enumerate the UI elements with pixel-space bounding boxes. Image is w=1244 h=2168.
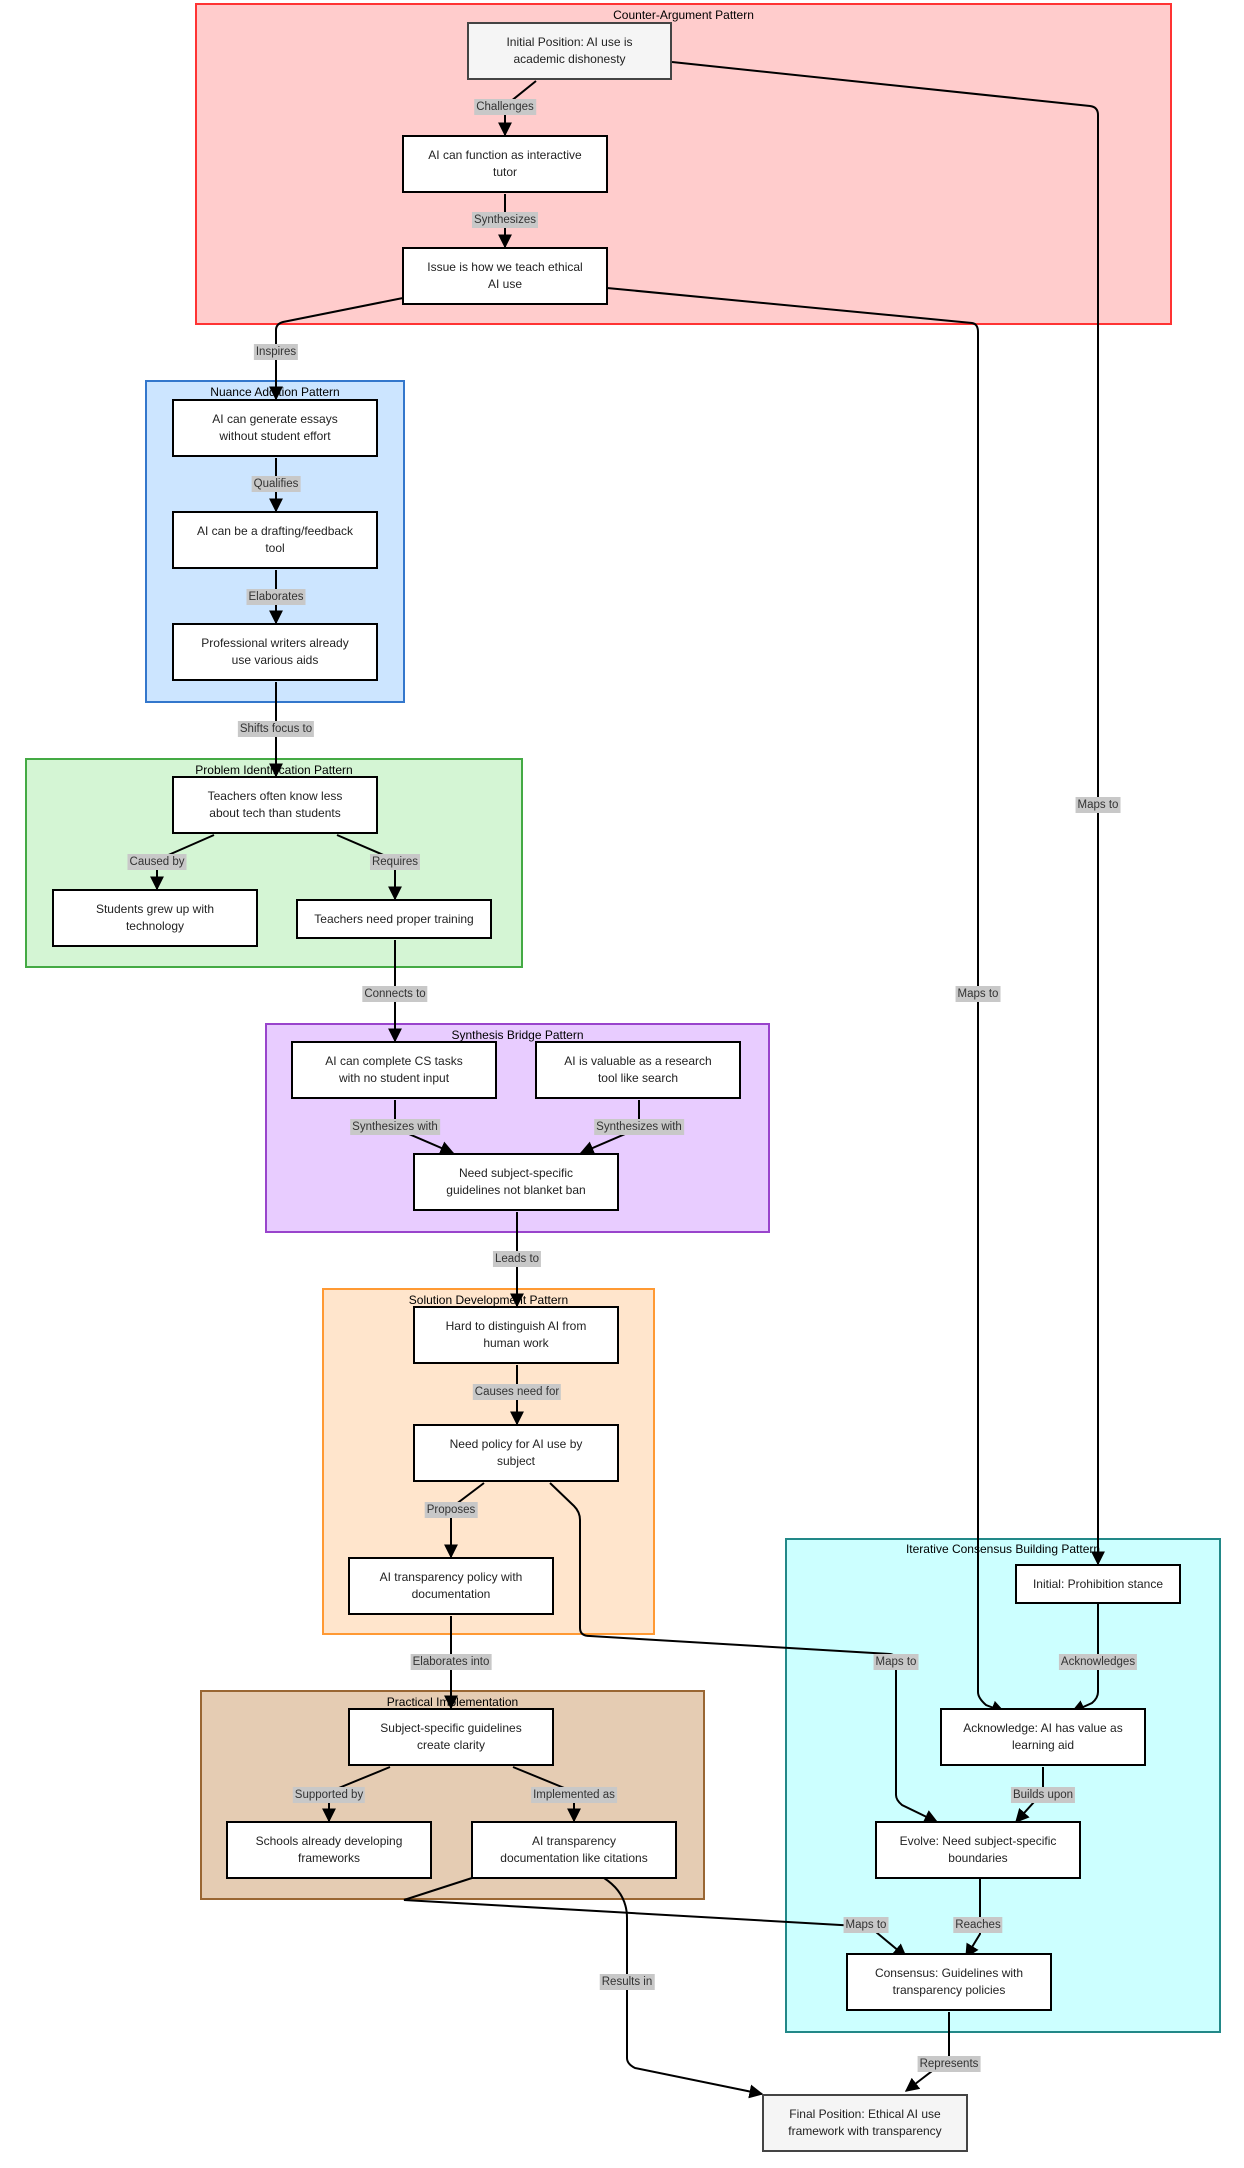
- edge-label-maps-to-4: Maps to: [843, 1917, 889, 1933]
- edge-acknowledges: [1070, 1603, 1099, 1714]
- node-initial-position: Initial Position: AI use is academic dis…: [467, 22, 672, 80]
- edge-results-in: [603, 1877, 764, 2099]
- edge-maps-to-3: [549, 1482, 939, 1823]
- edge-label-reaches: Reaches: [953, 1917, 1003, 1933]
- edge-label-elaborates: Elaborates: [246, 589, 306, 605]
- edge-label-connects-to: Connects to: [362, 986, 428, 1002]
- edge-proposes: [444, 1482, 485, 1559]
- node-schools-frameworks: Schools already developing frameworks: [226, 1821, 432, 1879]
- node-teachers-know-less: Teachers often know less about tech than…: [172, 776, 378, 834]
- node-drafting-tool: AI can be a drafting/feedback tool: [172, 511, 378, 569]
- edge-maps-to-1: [671, 61, 1105, 1566]
- iterative-consensus-cluster: Iterative Consensus Building Pattern: [785, 1538, 1221, 2033]
- node-subject-guidelines-need: Need subject-specific guidelines not bla…: [413, 1153, 619, 1211]
- node-professional-writers: Professional writers already use various…: [172, 623, 378, 681]
- edge-label-maps-to-3: Maps to: [873, 1654, 919, 1670]
- edge-label-causes-need: Causes need for: [472, 1384, 562, 1400]
- edge-label-inspires: Inspires: [253, 344, 299, 360]
- edge-label-builds-upon: Builds upon: [1010, 1787, 1076, 1803]
- node-need-policy: Need policy for AI use by subject: [413, 1424, 619, 1482]
- edge-label-elaborates-into: Elaborates into: [410, 1654, 492, 1670]
- edge-label-acknowledges: Acknowledges: [1058, 1654, 1138, 1670]
- node-final-position: Final Position: Ethical AI use framework…: [762, 2094, 968, 2152]
- edge-label-results-in: Results in: [599, 1974, 655, 1990]
- edge-label-requires: Requires: [369, 854, 421, 870]
- edge-label-maps-to-1: Maps to: [1075, 797, 1121, 813]
- edge-label-leads-to: Leads to: [492, 1251, 542, 1267]
- edge-represents: [904, 2012, 950, 2092]
- edge-label-synthesizes: Synthesizes: [471, 212, 539, 228]
- node-create-clarity: Subject-specific guidelines create clari…: [348, 1708, 554, 1766]
- edge-label-synthesizes-with-1: Synthesizes with: [350, 1119, 440, 1135]
- cluster-title: Synthesis Bridge Pattern: [451, 1028, 584, 1042]
- node-hard-to-distinguish: Hard to distinguish AI from human work: [413, 1306, 619, 1364]
- node-students-grew-up: Students grew up with technology: [52, 889, 258, 947]
- edge-label-maps-to-2: Maps to: [955, 986, 1001, 1002]
- node-interactive-tutor: AI can function as interactive tutor: [402, 135, 608, 193]
- edge-inspires: [269, 297, 404, 401]
- node-teachers-training: Teachers need proper training: [296, 899, 492, 939]
- edge-maps-to-2: [606, 287, 1006, 1714]
- edge-label-represents: Represents: [917, 2056, 981, 2072]
- node-transparency-policy: AI transparency policy with documentatio…: [348, 1557, 554, 1615]
- node-research-tool: AI is valuable as a research tool like s…: [535, 1041, 741, 1099]
- edge-label-supported-by: Supported by: [292, 1787, 366, 1803]
- node-generate-essays: AI can generate essays without student e…: [172, 399, 378, 457]
- edge-label-synthesizes-with-2: Synthesizes with: [594, 1119, 684, 1135]
- edge-maps-to-4: [403, 1877, 908, 1958]
- edge-label-proposes: Proposes: [424, 1502, 478, 1518]
- cluster-title: Counter-Argument Pattern: [613, 8, 754, 22]
- node-prohibition: Initial: Prohibition stance: [1015, 1564, 1181, 1604]
- edge-label-implemented-as: Implemented as: [531, 1787, 617, 1803]
- edge-label-caused-by: Caused by: [127, 854, 187, 870]
- node-transparency-docs: AI transparency documentation like citat…: [471, 1821, 677, 1879]
- cluster-title: Solution Development Pattern: [408, 1293, 569, 1307]
- edge-label-qualifies: Qualifies: [251, 476, 301, 492]
- node-teach-ethical: Issue is how we teach ethical AI use: [402, 247, 608, 305]
- counter-argument-cluster: Counter-Argument Pattern: [195, 3, 1172, 325]
- node-acknowledge: Acknowledge: AI has value as learning ai…: [940, 1708, 1146, 1766]
- node-cs-tasks: AI can complete CS tasks with no student…: [291, 1041, 497, 1099]
- edge-label-challenges: Challenges: [474, 99, 536, 115]
- edge-reaches: [965, 1879, 981, 1959]
- edge-label-shifts-focus: Shifts focus to: [237, 721, 315, 737]
- node-evolve: Evolve: Need subject-specific boundaries: [875, 1821, 1081, 1879]
- cluster-title: Iterative Consensus Building Pattern: [905, 1542, 1101, 1556]
- node-consensus: Consensus: Guidelines with transparency …: [846, 1953, 1052, 2011]
